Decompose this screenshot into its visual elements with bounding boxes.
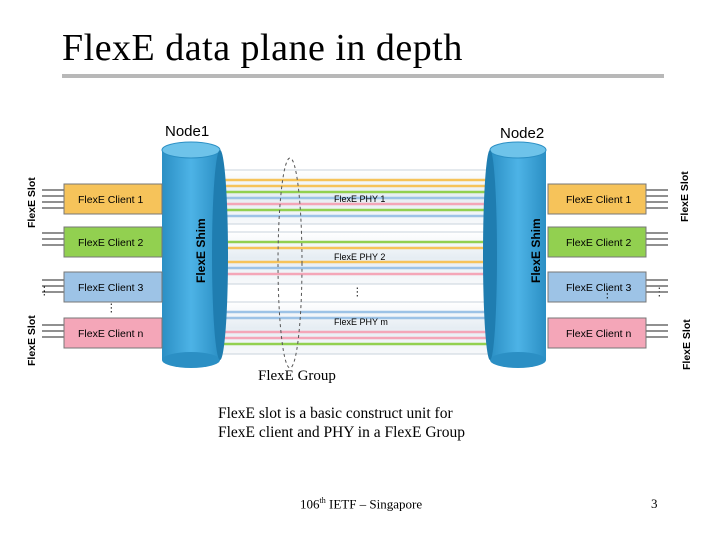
footer-event: IETF – Singapore [325, 496, 423, 512]
slide-title: FlexE data plane in depth [62, 27, 463, 69]
left-shim-cylinder [161, 141, 228, 368]
right-client-n-box [547, 317, 647, 349]
left-shim-label: FlexE Shim [194, 218, 208, 283]
flexe-group-label: FlexE Group [258, 368, 336, 384]
right-shim-label: FlexE Shim [529, 218, 543, 283]
phy-band-1 [221, 169, 501, 225]
right-client-2-label: FlexE Client 2 [566, 237, 632, 249]
right-client-3-box [547, 271, 647, 303]
right-client-2-box [547, 226, 647, 258]
right-client-1-label: FlexE Client 1 [566, 194, 632, 206]
phy-band-2 [221, 231, 501, 285]
flexe-group-ellipse [277, 157, 303, 369]
footer-number: 106 [300, 496, 320, 512]
left-client-1-label: FlexE Client 1 [78, 194, 144, 206]
left-client-3-label: FlexE Client 3 [78, 282, 144, 294]
left-client-2-box [63, 226, 163, 258]
left-client-3-box [63, 271, 163, 303]
right-client-n-label: FlexE Client n [566, 328, 632, 340]
left-clients-ellipsis: … [101, 302, 115, 314]
phy-1-label: FlexE PHY 1 [334, 194, 385, 204]
right-slots-ellipsis: … [649, 286, 663, 298]
footer-superscript: th [319, 496, 326, 505]
node1-label: Node1 [165, 123, 209, 140]
title-underline [62, 74, 664, 78]
phy-band-m [221, 301, 501, 355]
phy-m-label: FlexE PHY m [334, 317, 388, 327]
phy-ellipsis: … [347, 286, 361, 298]
slot-label-top-right: FlexE Slot [679, 171, 691, 222]
caption-line-1: FlexE slot is a basic construct unit for [218, 405, 453, 422]
caption-line-2: FlexE client and PHY in a FlexE Group [218, 424, 465, 441]
node2-label: Node2 [500, 125, 544, 142]
right-shim-cylinder [483, 141, 547, 368]
right-clients-ellipsis: … [597, 288, 611, 300]
right-client-3-label: FlexE Client 3 [566, 282, 632, 294]
left-client-n-label: FlexE Client n [78, 328, 144, 340]
slot-label-top-left: FlexE Slot [26, 177, 38, 228]
right-client-arrows [646, 189, 668, 338]
left-client-arrows [42, 189, 64, 338]
footer-text: 106th IETF – Singapore [300, 496, 422, 512]
left-slots-ellipsis: … [34, 285, 48, 297]
left-client-1-box [63, 183, 163, 215]
right-client-1-box [547, 183, 647, 215]
left-client-n-box [63, 317, 163, 349]
caption: FlexE slot is a basic construct unit for… [218, 404, 465, 442]
slot-label-bottom-right: FlexE Slot [681, 319, 693, 370]
left-client-2-label: FlexE Client 2 [78, 237, 144, 249]
slot-label-bottom-left: FlexE Slot [26, 315, 38, 366]
phy-2-label: FlexE PHY 2 [334, 252, 385, 262]
page-number: 3 [651, 496, 658, 511]
